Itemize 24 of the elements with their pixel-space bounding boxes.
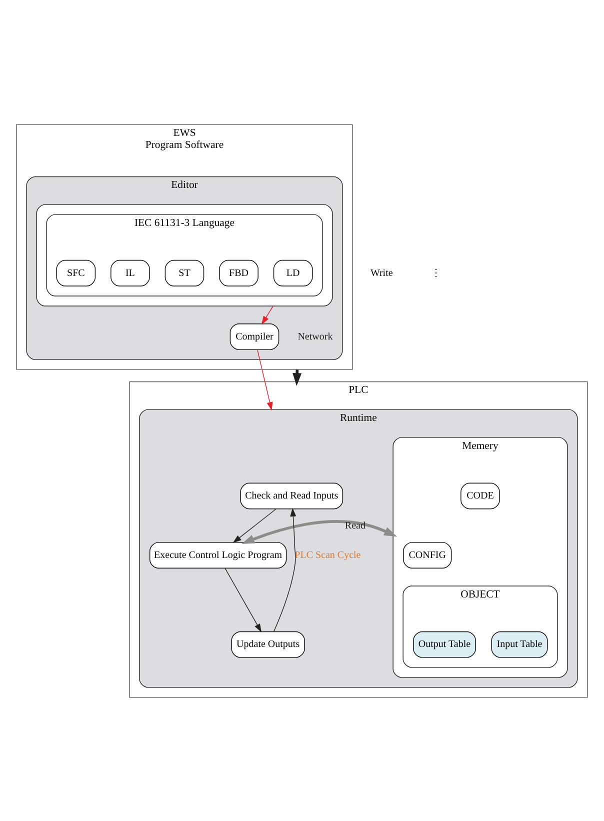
label: Write bbox=[370, 267, 393, 278]
arrow bbox=[232, 508, 276, 542]
node-box: ST bbox=[164, 259, 204, 286]
arrow bbox=[257, 348, 273, 410]
node-box: LD bbox=[273, 259, 313, 286]
node-box: Input Table bbox=[491, 630, 548, 658]
node-box: IL bbox=[110, 259, 150, 286]
arrow bbox=[262, 305, 274, 324]
node-box: FBD bbox=[219, 259, 258, 286]
arrow bbox=[273, 507, 296, 632]
node-box: Output Table bbox=[413, 630, 476, 658]
node-box: SFC bbox=[56, 259, 96, 286]
cluster bbox=[36, 204, 333, 306]
node-box: Check and Read Inputs bbox=[240, 482, 344, 509]
label: ⋮ bbox=[430, 267, 441, 278]
node-box: CONFIG bbox=[403, 542, 452, 568]
node-box: Execute Control Logic Program bbox=[150, 542, 287, 568]
arrow bbox=[242, 520, 397, 544]
arrow bbox=[224, 567, 262, 632]
node-box: Compiler bbox=[230, 323, 280, 350]
edge-label: Network bbox=[298, 330, 333, 342]
node-box: Update Outputs bbox=[231, 630, 305, 658]
edge-label: Read bbox=[344, 520, 366, 531]
node-box: CODE bbox=[460, 482, 500, 509]
